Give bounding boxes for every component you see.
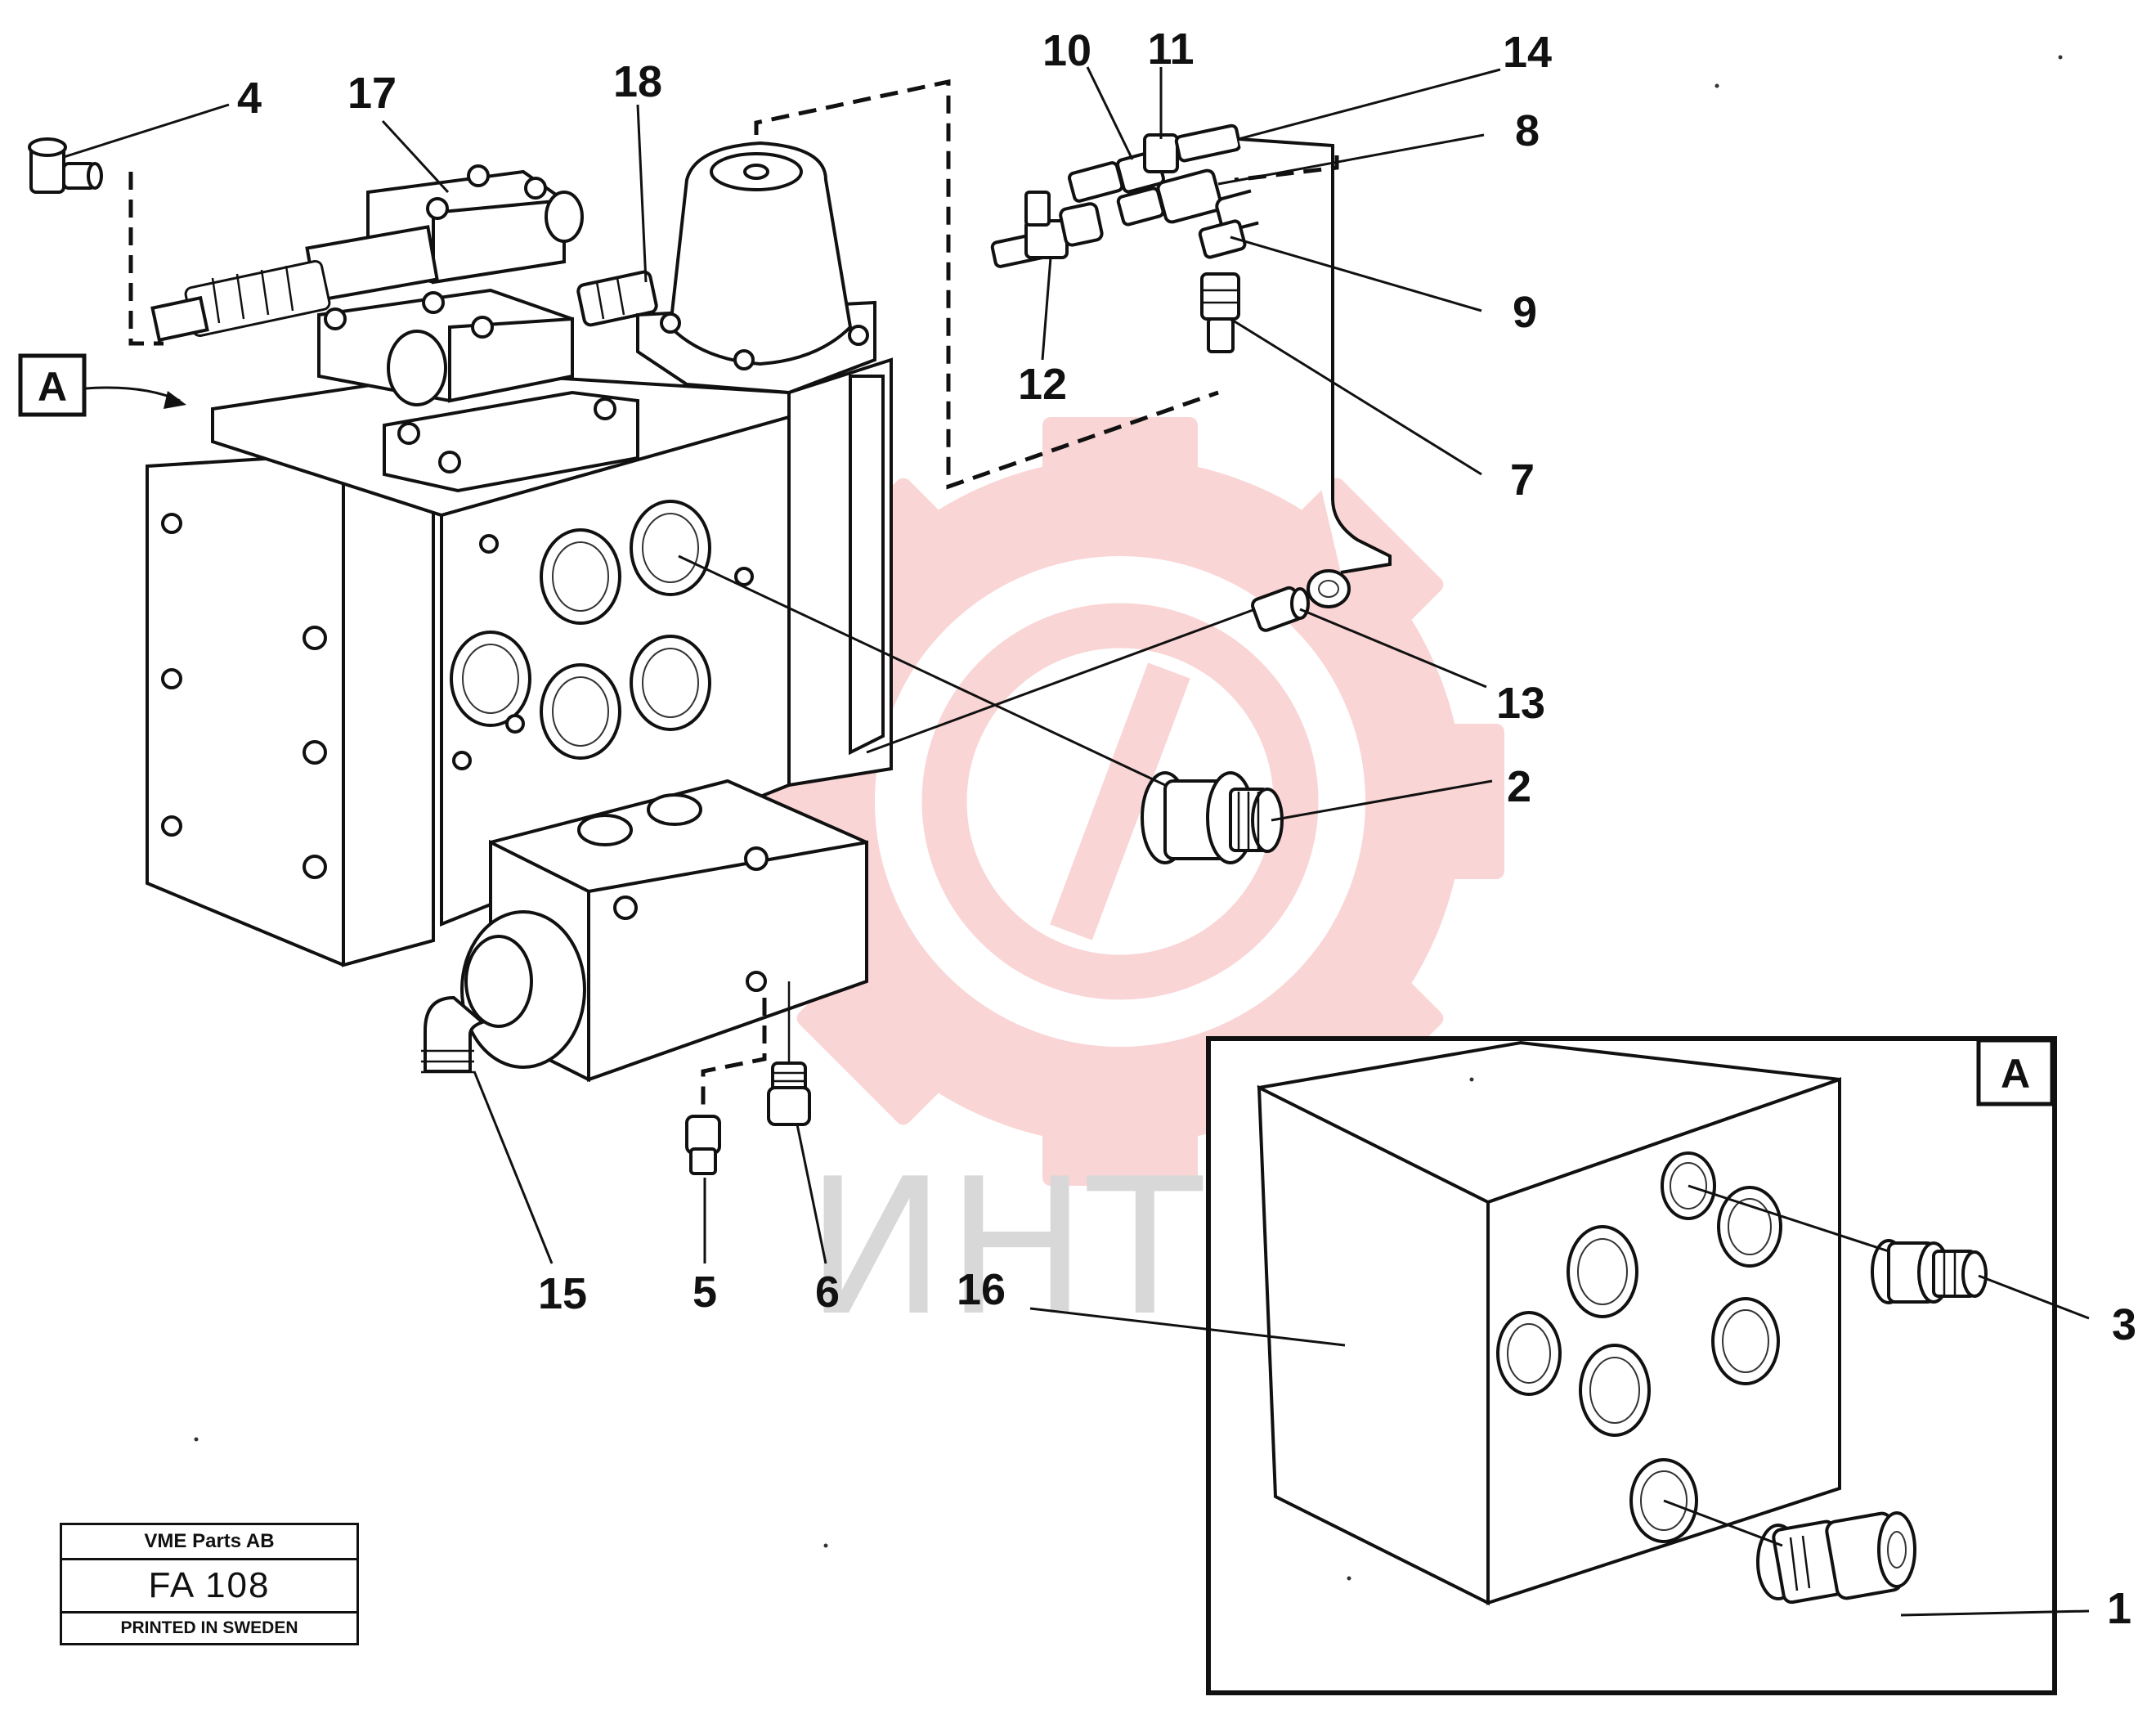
pressure-switch-18 — [576, 270, 658, 327]
callout-8: 8 — [1515, 106, 1540, 155]
callout-12: 12 — [1018, 360, 1067, 409]
pipe-14 — [1238, 137, 1392, 574]
fitting-7 — [1200, 272, 1240, 353]
callout-3: 3 — [2112, 1300, 2136, 1349]
fitting-12 — [990, 191, 1104, 268]
inset-view-a: A — [1206, 1036, 2057, 1695]
dashed-line-4 — [128, 172, 164, 346]
front-valve-block — [421, 779, 868, 1083]
callout-16: 16 — [957, 1265, 1006, 1314]
dashed-line-5 — [701, 998, 767, 1112]
main-valve-assembly — [146, 141, 893, 1083]
callout-17: 17 — [347, 69, 397, 118]
callout-9: 9 — [1513, 288, 1537, 337]
callout-5: 5 — [693, 1268, 717, 1317]
plug-5 — [685, 1115, 721, 1175]
callout-6: 6 — [815, 1268, 840, 1317]
callout-labels: 1 2 3 4 5 6 7 8 9 10 11 12 13 14 15 16 1… — [237, 25, 2136, 1633]
view-marker-a: A — [18, 353, 186, 417]
guide-line-1 — [1663, 1499, 1783, 1547]
block-16 — [1257, 1040, 1841, 1606]
callout-7: 7 — [1510, 456, 1535, 505]
main-block-ports — [450, 500, 754, 770]
title-block-company: VME Parts AB — [62, 1525, 356, 1560]
callout-11: 11 — [1147, 25, 1194, 74]
fitting-3 — [1871, 1239, 1988, 1304]
fitting-13 — [1251, 569, 1351, 632]
fitting-2-adapter — [1141, 771, 1284, 864]
inset-marker-box — [1976, 1038, 2055, 1106]
callout-4: 4 — [237, 74, 262, 123]
callout-2: 2 — [1507, 762, 1531, 811]
fitting-4-elbow — [28, 137, 103, 194]
callout-13: 13 — [1496, 679, 1545, 728]
dashed-line-dome — [754, 79, 1219, 490]
title-block: VME Parts AB FA 108 PRINTED IN SWEDEN — [60, 1523, 359, 1645]
title-block-code: FA 108 — [62, 1560, 356, 1614]
fitting-8 — [1116, 168, 1223, 227]
callout-10: 10 — [1042, 26, 1091, 75]
callout-15: 15 — [538, 1269, 587, 1318]
callout-1: 1 — [2107, 1584, 2131, 1633]
solenoid-valve-lower — [317, 270, 658, 493]
tee-fitting-cluster — [990, 123, 1283, 353]
accumulator-dome — [636, 141, 876, 395]
callout-18: 18 — [613, 57, 662, 106]
plug-6 — [767, 1061, 811, 1126]
scan-specks — [194, 55, 2063, 1581]
inset-marker-label: A — [2001, 1051, 2030, 1097]
view-marker-label: A — [38, 364, 67, 410]
solenoid-valve-upper — [150, 164, 584, 343]
fitting-11 — [1143, 123, 1242, 173]
fitting-1 — [1756, 1511, 1916, 1605]
guide-line-3 — [1688, 1184, 1889, 1253]
callout-14: 14 — [1503, 28, 1552, 77]
title-block-printed: PRINTED IN SWEDEN — [120, 1618, 298, 1637]
leader-lines — [63, 66, 2090, 1617]
watermark-gear-logo — [736, 417, 1504, 1186]
dashed-line-14 — [1234, 155, 1339, 182]
